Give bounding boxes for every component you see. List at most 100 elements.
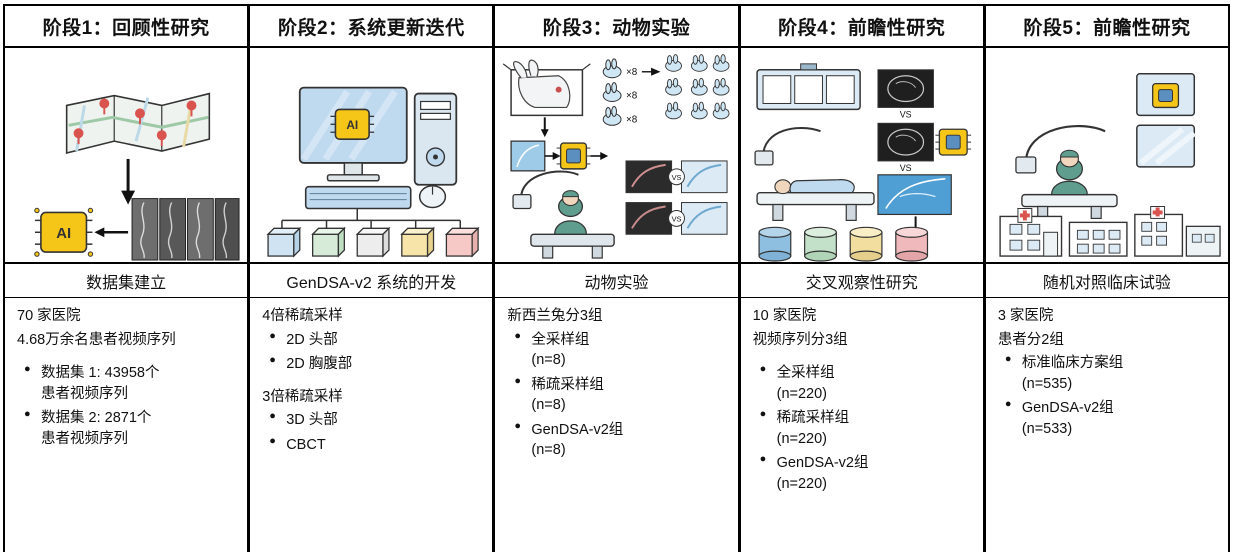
sub-title-1: 数据集建立 <box>5 264 248 298</box>
body-4: 10 家医院 视频序列分3组 全采样组 (n=220) 稀疏采样组 (n=220… <box>741 298 983 552</box>
svg-text:×8: ×8 <box>626 91 638 102</box>
list-item-label: 标准临床方案组 <box>1021 355 1124 372</box>
stage-column-1: 阶段1：回顾性研究 <box>3 4 249 552</box>
text-line: 视频序列分3组 <box>752 331 848 348</box>
angiography-frames <box>131 198 240 261</box>
cube-group <box>266 226 480 258</box>
list-item-subtext: (n=533) <box>1021 420 1073 437</box>
cylinder-blue <box>758 226 791 262</box>
bullet-list-1: 数据集 1: 43958个 患者视频序列 数据集 2: 2871个 患者视频序列 <box>17 362 235 449</box>
list-item-label: 2D 胸腹部 <box>286 356 353 373</box>
cylinder-yellow <box>849 226 883 262</box>
list-item: 数据集 2: 2871个 患者视频序列 <box>24 407 235 449</box>
list-item: 2D 胸腹部 <box>269 353 480 375</box>
list-item-subtext: (n=220) <box>776 385 827 402</box>
text-line: 70 家医院 <box>17 308 81 324</box>
list-item: 数据集 1: 43958个 患者视频序列 <box>24 362 235 404</box>
svg-text:VS: VS <box>899 163 911 173</box>
svg-text:×8: ×8 <box>626 67 638 78</box>
list-item-label: GenDSA-v2组 <box>1021 400 1114 417</box>
database-cylinders <box>758 226 928 262</box>
list-item-subtext: (n=8) <box>531 442 566 459</box>
list-item: 标准临床方案组 (n=535) <box>1005 352 1216 394</box>
list-item-label: 2D 头部 <box>286 331 338 348</box>
stage-title-5: 阶段5：前瞻性研究 <box>985 4 1229 48</box>
list-item-label: GenDSA-v2组 <box>531 421 624 438</box>
hospital-buildings <box>999 206 1221 257</box>
cylinder-green <box>803 226 837 262</box>
list-item-subtext: 患者视频序列 <box>41 430 128 447</box>
illustration-animal-experiment: ×8 ×8 ×8 <box>495 48 738 264</box>
cube-green <box>311 226 347 258</box>
down-arrow-icon <box>121 158 136 205</box>
svg-text:AI: AI <box>347 118 359 132</box>
list-item-subtext: (n=220) <box>776 476 827 493</box>
body-2: 4倍稀疏采样 2D 头部 2D 胸腹部 3倍稀疏采样 3D 头部 CBCT <box>250 298 492 552</box>
scan-and-chip <box>510 140 609 172</box>
stage-title-2: 阶段2：系统更新迭代 <box>250 4 493 48</box>
bullet-list-5: 标准临床方案组 (n=535) GenDSA-v2组 (n=533) <box>998 352 1216 439</box>
list-item-subtext: (n=8) <box>531 397 566 414</box>
stage-column-3: 阶段3：动物实验 <box>493 4 739 552</box>
text-line: 新西兰兔分3组 <box>507 308 603 324</box>
sub-title-4: 交叉观察性研究 <box>740 264 983 298</box>
stage-column-4: 阶段4：前瞻性研究 <box>738 4 984 552</box>
list-item-label: 3D 头部 <box>286 412 338 429</box>
list-item-subtext: (n=220) <box>776 430 827 447</box>
svg-text:VS: VS <box>672 214 682 223</box>
map-icon <box>65 92 211 155</box>
list-item: CBCT <box>269 434 480 456</box>
list-item-label: 稀疏采样组 <box>776 410 850 427</box>
cube-gray-1 <box>355 226 391 258</box>
list-item-subtext: (n=8) <box>531 352 566 369</box>
down-arrow-icon <box>541 117 550 138</box>
ai-chip-icon <box>935 128 971 156</box>
body-5: 3 家医院 患者分2组 标准临床方案组 (n=535) GenDSA-v2组 (… <box>986 298 1228 552</box>
list-item: 2D 头部 <box>269 329 480 351</box>
sub-title-2: GenDSA-v2 系统的开发 <box>250 264 493 298</box>
list-item: 稀疏采样组 (n=220) <box>760 407 971 449</box>
illustration-retrospective-dataset: AI <box>5 48 248 264</box>
list-item-label: 全采样组 <box>776 365 835 382</box>
text-line: 3倍稀疏采样 <box>262 388 343 405</box>
stage-title-1: 阶段1：回顾性研究 <box>5 4 248 48</box>
monitor-panels <box>1135 73 1196 168</box>
sub-title-5: 随机对照临床试验 <box>985 264 1229 298</box>
bullet-list-2a: 2D 头部 2D 胸腹部 <box>262 329 480 375</box>
list-item-label: 数据集 1: 43958个 <box>41 365 160 382</box>
illustration-randomized-trial <box>985 48 1229 264</box>
svg-text:VS: VS <box>672 173 682 182</box>
list-item: 全采样组 (n=220) <box>760 362 971 404</box>
cube-blue <box>266 226 302 258</box>
list-item-subtext: (n=535) <box>1021 375 1073 392</box>
cylinder-pink <box>894 226 928 262</box>
svg-text:AI: AI <box>56 226 71 242</box>
list-item-label: GenDSA-v2组 <box>776 455 869 472</box>
sub-title-3: 动物实验 <box>495 264 738 298</box>
svg-text:×8: ×8 <box>626 114 638 125</box>
list-item: 3D 头部 <box>269 409 480 431</box>
angio-suite-icon <box>512 170 616 259</box>
ai-chip-icon: AI <box>34 207 94 257</box>
list-item: GenDSA-v2组 (n=220) <box>760 452 971 494</box>
stage-column-2: 阶段2：系统更新迭代 AI <box>248 4 494 552</box>
text-line: 4.68万余名患者视频序列 <box>17 331 176 348</box>
text-line: 3 家医院 <box>997 308 1054 324</box>
body-3: 新西兰兔分3组 全采样组 (n=8) 稀疏采样组 (n=8) GenDSA-v2… <box>495 298 737 552</box>
left-arrow-icon <box>94 227 129 238</box>
list-item-label: 数据集 2: 2871个 <box>41 410 152 427</box>
text-line: 患者分2组 <box>997 331 1064 348</box>
list-item: GenDSA-v2组 (n=533) <box>1005 397 1216 439</box>
keyboard-icon <box>305 185 412 210</box>
text-line: 10 家医院 <box>752 308 817 324</box>
list-item-label: 稀疏采样组 <box>531 376 604 393</box>
list-item-label: CBCT <box>286 436 326 453</box>
mouse-icon <box>419 184 447 209</box>
cube-yellow <box>400 226 436 258</box>
illustration-crossover-study: VS VS <box>740 48 983 264</box>
body-1: 70 家医院 4.68万余名患者视频序列 数据集 1: 43958个 患者视频序… <box>5 298 247 552</box>
red-cross-icon <box>1017 208 1033 223</box>
list-item-subtext: 患者视频序列 <box>41 385 128 402</box>
bullet-list-3: 全采样组 (n=8) 稀疏采样组 (n=8) GenDSA-v2组 (n=8) <box>507 329 725 461</box>
list-item-label: 全采样组 <box>531 331 590 348</box>
